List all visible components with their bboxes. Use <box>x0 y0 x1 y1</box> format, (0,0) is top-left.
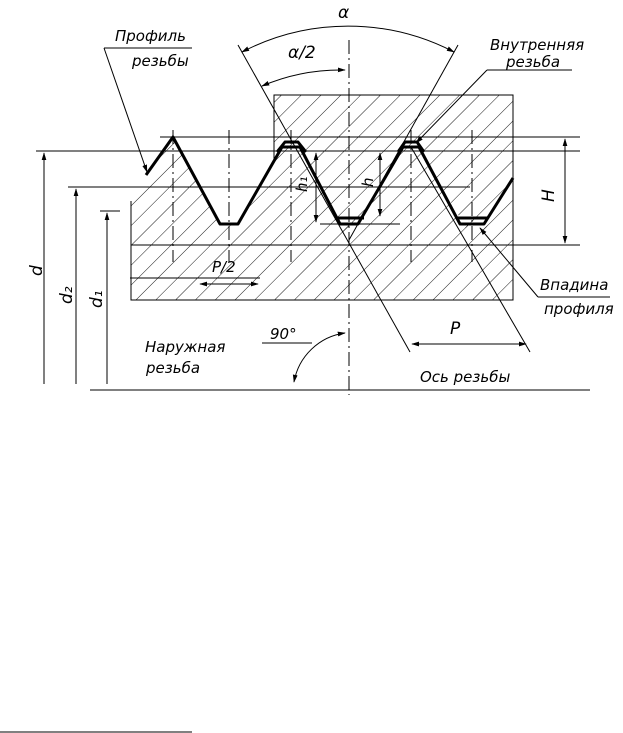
label-external-1: Наружная <box>145 338 225 356</box>
label-profile-1: Профиль <box>115 27 186 45</box>
label-alpha: α <box>338 3 349 23</box>
label-profile-2: резьбы <box>131 52 189 70</box>
label-internal-2: резьба <box>505 53 560 71</box>
flank-extensions <box>237 44 531 353</box>
label-internal-1: Внутренняя <box>490 36 584 54</box>
label-axis: Ось резьбы <box>420 368 510 386</box>
label-external-2: резьба <box>145 359 200 377</box>
leader-root <box>479 227 539 298</box>
profile-center-lines <box>172 40 473 395</box>
leader-profile <box>103 47 148 173</box>
half-alpha-arc <box>261 67 346 87</box>
label-H: H <box>539 189 559 202</box>
label-d1: d₁ <box>87 290 107 308</box>
label-h: h <box>359 177 377 187</box>
label-h1: h₁ <box>293 176 311 192</box>
label-half-alpha: α/2 <box>288 43 316 63</box>
label-pitch: P <box>450 319 461 339</box>
label-root-1: Впадина <box>540 276 608 294</box>
alpha-arc <box>241 25 455 53</box>
diameter-lines <box>36 136 580 279</box>
right-angle-arc <box>292 331 346 383</box>
leader-internal <box>415 69 488 144</box>
label-root-2: профиля <box>544 300 614 318</box>
label-half-pitch: P/2 <box>212 258 236 276</box>
label-d2: d₂ <box>57 286 77 304</box>
label-90: 90° <box>270 325 297 343</box>
label-d: d <box>27 265 47 276</box>
